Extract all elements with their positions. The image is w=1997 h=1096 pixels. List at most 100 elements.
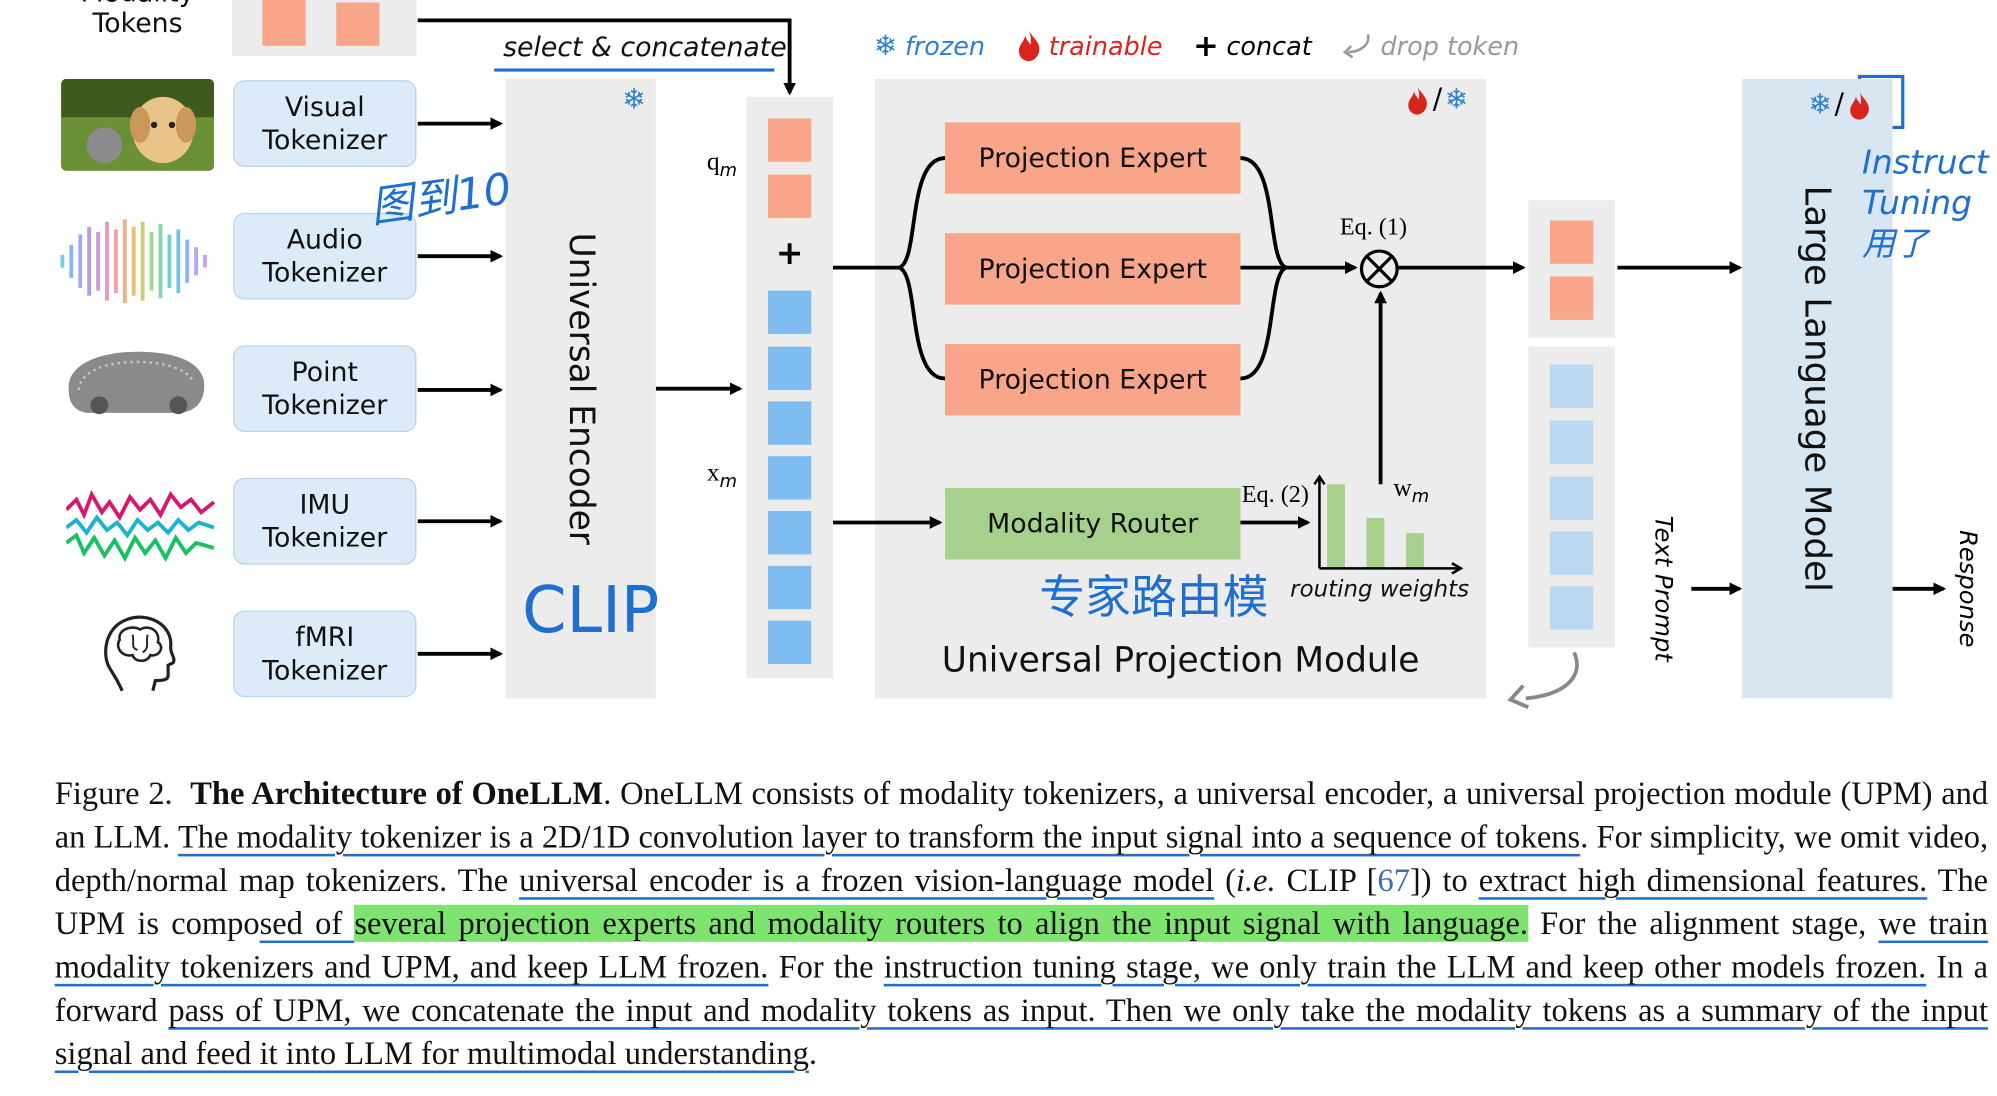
modality-token-square [262,0,306,46]
x-m-label: xm [707,459,737,492]
caption-text: i.e. [1235,861,1276,899]
fmri-tokenizer-label: fMRI Tokenizer [262,621,388,686]
output-modality-token [1549,220,1594,264]
x-label: x [706,458,720,487]
drop-token-icon [1342,34,1370,59]
legend-concat: concat [1226,30,1312,62]
modality-token [767,118,812,162]
dropped-token [1549,420,1594,464]
dropped-token [1549,586,1594,630]
flame-icon [1408,86,1427,114]
caption-highlight: several projection experts and modality … [354,904,1528,942]
flame-icon [1019,30,1040,62]
point-cloud-image [68,351,205,415]
w-m-label: wm [1393,474,1429,507]
visual-tokenizer-label: Visual Tokenizer [262,91,388,156]
llm-status-icons: ❄ / [1809,89,1873,121]
output-modality-token [1549,276,1594,320]
w-label: w [1393,474,1412,503]
dog-cat-image [61,79,214,171]
imu-signal-image [66,489,216,563]
caption-text: The UPM is compo [54,861,1989,942]
llm-panel: ❄ / Large Language Model [1742,79,1893,699]
caption-text: CLIP [ [1275,861,1378,899]
handwritten-note-clip: CLIP [522,573,660,648]
text-prompt-label: Text Prompt [1649,515,1678,662]
modality-router: Modality Router [945,488,1241,560]
projection-expert-2: Projection Expert [945,233,1241,305]
concat-plus: + [775,234,804,273]
dropped-token-panel [1528,346,1615,648]
figure-caption: Figure 2. The Architecture of OneLLM. On… [55,772,1988,1075]
input-token [767,401,812,445]
caption-text: extract high dimensional features. [1478,861,1928,899]
caption-text: For the [768,948,884,986]
routing-weight-bar [1366,517,1385,569]
caption-text: universal encoder is a frozen vision-lan… [519,861,1215,899]
snowflake-icon: ❄ [873,29,898,62]
routing-chart-x-arrow [1451,562,1464,575]
q-m-label: qm [707,148,737,181]
handwritten-note-instruct: Instruct Tuning 用了 [1862,144,1989,264]
point-tokenizer-label: Point Tokenizer [262,356,388,421]
caption-text: For the alignment stage, [1527,904,1879,942]
caption-text: . [808,1034,817,1072]
plus-icon: + [1193,28,1219,64]
input-token [767,620,812,664]
eq2-label: Eq. (2) [1241,481,1309,509]
input-token [767,290,812,334]
legend-trainable: trainable [1048,30,1163,62]
select-concatenate-label: select & concatenate [503,31,787,63]
caption-text: . OneLLM consists of modality tokenizers… [54,774,1989,856]
llm-label: Large Language Model [1796,185,1839,592]
legend-frozen: frozen [904,30,986,62]
handwritten-note-router: 专家路由模 [1039,572,1269,625]
routing-weights-label: routing weights [1290,576,1470,603]
modality-tokens-panel [231,0,417,57]
routing-chart-y-arrow [1313,474,1326,485]
snowflake-icon: ❄ [1444,84,1469,116]
dropped-token [1549,364,1594,408]
caption-text: ( [1214,861,1236,899]
routing-weights-chart [1313,474,1464,575]
x-subscript: m [719,471,737,492]
caption-text: ]) to [1409,861,1479,899]
caption-text: pass of UPM, we concatenate the input an… [54,991,1989,1072]
universal-encoder-label: Universal Encoder [561,232,601,545]
caption-paragraph: Figure 2. The Architecture of OneLLM. On… [55,772,1988,1075]
snowflake-icon: ❄ [1808,89,1832,122]
output-modality-token-panel [1528,200,1615,338]
w-subscript: m [1411,486,1430,508]
projection-expert-3: Projection Expert [945,344,1241,416]
token-sequence-panel: + [746,96,833,678]
flame-icon [1850,91,1869,120]
imu-tokenizer-label: IMU Tokenizer [262,489,388,554]
modality-tokens-label: Modality Tokens [81,0,195,39]
input-token [767,511,812,555]
caption-title: The Architecture of OneLLM [190,774,604,812]
brain-head-icon [104,615,176,692]
fmri-tokenizer: fMRI Tokenizer [233,610,417,698]
q-subscript: m [719,160,737,181]
audio-waveform-image [60,219,207,304]
upm-status-icons: / ❄ [1405,84,1469,116]
upm-title: Universal Projection Module [941,641,1420,681]
routing-weight-bar [1406,533,1424,569]
dropped-token [1549,476,1594,520]
caption-text: . For simplicity, we omit video, depth/n… [54,818,1989,899]
legend-drop-token: drop token [1380,30,1520,62]
response-label: Response [1953,530,1982,648]
point-tokenizer: Point Tokenizer [233,345,417,433]
caption-text: we train modality tokenizers and UPM, an… [54,904,1989,986]
projection-expert-1: Projection Expert [945,122,1241,194]
imu-tokenizer: IMU Tokenizer [233,477,417,565]
caption-text: instruction tuning stage, we only train … [883,948,1927,986]
caption-citation[interactable]: 67 [1377,861,1410,899]
caption-figure-label: Figure 2. [54,774,173,812]
snowflake-icon: ❄ [622,84,646,116]
audio-tokenizer: Audio Tokenizer [233,212,417,300]
input-token [767,346,812,390]
input-token [767,456,812,500]
universal-encoder-panel: ❄ Universal Encoder [505,79,656,699]
